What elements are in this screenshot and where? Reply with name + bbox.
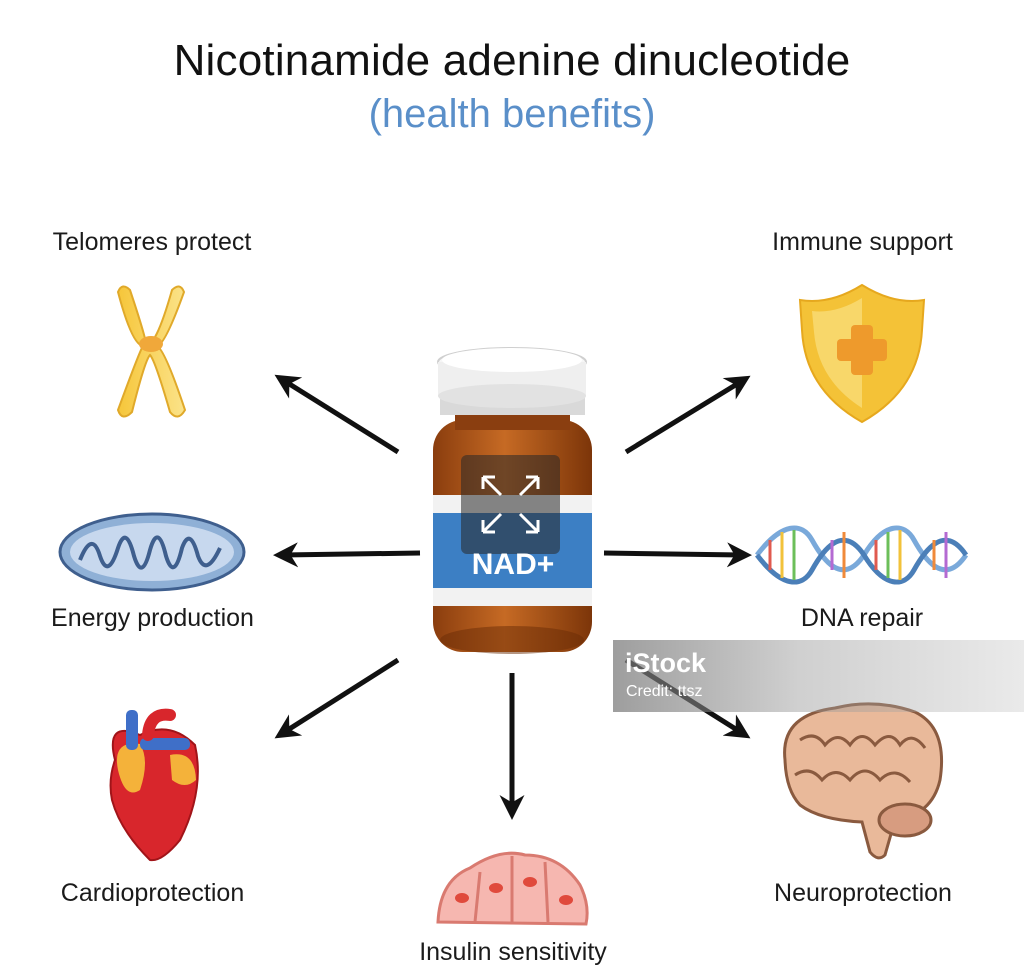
brain-icon [783,702,944,860]
shield-icon [798,283,926,424]
dna-helix-icon [755,525,969,585]
arrow-to-immune [624,375,751,455]
watermark-brand: iStock [625,648,707,678]
nad-label: NAD+ [471,548,555,581]
mitochondria-icon [58,512,246,592]
label-immune: Immune support [772,228,953,256]
label-telomeres: Telomeres protect [52,228,252,256]
arrow-to-cardio [274,657,400,739]
arrow-to-energy [273,542,421,568]
label-energy: Energy production [51,604,254,632]
expand-icon [481,475,540,534]
label-neuro: Neuroprotection [774,879,952,907]
page-title: Nicotinamide adenine dinucleotide [173,36,851,85]
chromosome-icon [116,285,187,418]
watermark-band [613,640,1024,712]
expand-overlay[interactable] [461,455,560,554]
watermark-credit: Credit: ttsz [626,683,703,700]
label-dna: DNA repair [800,604,924,632]
arrow-to-telomeres [274,374,400,455]
label-cardio: Cardioprotection [60,879,245,907]
heart-icon [109,708,199,862]
label-insulin: Insulin sensitivity [419,938,607,966]
page-subtitle: (health benefits) [368,92,656,136]
pancreatic-cells-icon [436,851,589,926]
arrow-to-dna [603,542,752,568]
